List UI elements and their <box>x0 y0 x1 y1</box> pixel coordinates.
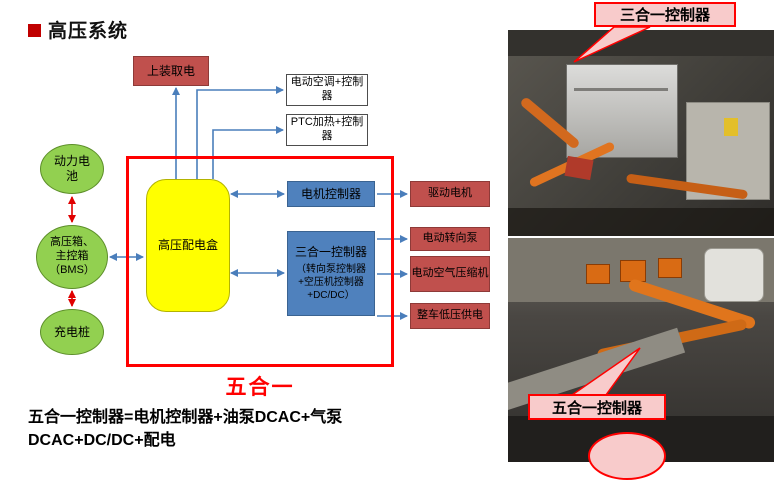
photo-three-in-one-controller <box>508 30 774 236</box>
page-title: 高压系统 <box>48 21 129 42</box>
node-three-in-one-controller: 三合一控制器 （转向泵控制器+空压机控制器+DC/DC） <box>287 231 375 316</box>
callout-five-in-one: 五合一控制器 <box>528 394 666 420</box>
node-ac-controller: 电动空调+控制器 <box>286 74 368 106</box>
node-top-power-takeoff: 上装取电 <box>133 56 209 86</box>
photo-five-in-one-controller <box>508 238 774 462</box>
photo-detail <box>724 118 738 136</box>
node-charging-pile: 充电桩 <box>40 309 104 355</box>
node-hv-main-box: 高压箱、主控箱（BMS） <box>36 225 108 289</box>
photo-detail <box>586 264 610 284</box>
slide-header: 高压系统 <box>28 16 128 43</box>
node-power-battery: 动力电池 <box>40 144 104 194</box>
photo-detail <box>658 258 682 278</box>
photo-detail <box>508 208 774 236</box>
callout-blob <box>588 432 666 480</box>
photo-detail <box>574 88 668 91</box>
photo-detail <box>566 64 678 158</box>
five-in-one-label: 五合一 <box>225 376 295 399</box>
photo-detail <box>564 155 594 181</box>
three-in-one-title: 三合一控制器 <box>294 245 367 259</box>
node-drive-motor: 驱动电机 <box>410 181 490 207</box>
photo-detail <box>508 30 774 56</box>
footer-line-2: DCAC+DC/DC+配电 <box>28 432 176 450</box>
footer-line-1: 五合一控制器=电机控制器+油泵DCAC+气泵 <box>28 409 343 426</box>
node-lv-supply: 整车低压供电 <box>410 303 490 329</box>
node-ptc-heater: PTC加热+控制器 <box>286 114 368 146</box>
footer-formula: 五合一控制器=电机控制器+油泵DCAC+气泵 DCAC+DC/DC+配电 <box>28 406 488 452</box>
node-motor-controller: 电机控制器 <box>287 181 375 207</box>
three-in-one-detail: （转向泵控制器+空压机控制器+DC/DC） <box>296 264 366 301</box>
node-air-compressor: 电动空气压缩机 <box>410 256 490 292</box>
title-bullet-icon <box>28 24 41 37</box>
callout-three-in-one: 三合一控制器 <box>594 2 736 27</box>
photo-detail <box>704 248 764 302</box>
node-hv-distribution-box: 高压配电盒 <box>146 179 230 312</box>
node-steering-pump: 电动转向泵 <box>410 227 490 251</box>
